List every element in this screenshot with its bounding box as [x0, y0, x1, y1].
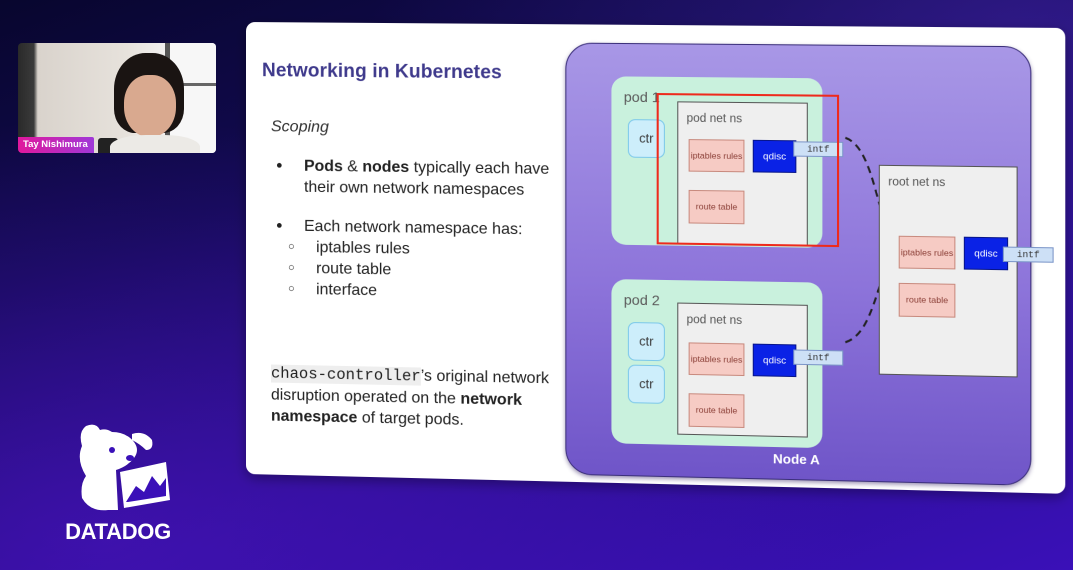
pod-label: pod 2 — [623, 291, 660, 309]
sub-bullet-item: interface — [276, 279, 559, 305]
net-ns-label: root net ns — [888, 176, 946, 190]
qdisc-box: qdisc — [963, 236, 1009, 271]
speaker-video: Tay Nishimura — [18, 43, 216, 153]
bullet-bold-nodes: nodes — [362, 158, 410, 177]
iptables-rules-box: iptables rules — [688, 342, 745, 377]
bullet-bold-pods: Pods — [304, 157, 343, 176]
code-span: chaos-controller — [270, 364, 421, 386]
slide-paragraph: chaos-controller’s original network disr… — [270, 362, 564, 433]
interface-box: intf — [793, 349, 844, 366]
bullet-item: Pods & nodes typically each have their o… — [276, 155, 559, 201]
paragraph-text: of target pods. — [357, 409, 464, 429]
node-label: Node A — [772, 451, 820, 468]
pod-label: pod 1 — [623, 88, 660, 106]
highlight-box — [656, 93, 840, 248]
qdisc-box: qdisc — [752, 343, 797, 378]
speaker-face — [124, 75, 176, 137]
speaker-shirt — [110, 135, 200, 153]
container-box: ctr — [627, 321, 665, 362]
route-table-box: route table — [898, 282, 956, 318]
pod-net-ns-box: pod net ns iptables rules qdisc route ta… — [677, 302, 808, 438]
pod-2-box: pod 2 ctr ctr pod net ns iptables rules … — [611, 279, 844, 449]
root-net-ns-box: root net ns iptables rules qdisc route t… — [878, 164, 1018, 378]
bullet-text: & — [342, 158, 363, 176]
iptables-rules-box: iptables rules — [898, 235, 956, 270]
slide-subtitle: Scoping — [270, 118, 329, 136]
speaker-name-tag: Tay Nishimura — [18, 137, 94, 153]
bullet-list: Pods & nodes typically each have their o… — [276, 155, 559, 304]
route-table-box: route table — [688, 393, 745, 428]
interface-box: intf — [1002, 246, 1054, 263]
datadog-logo: DATADOG — [56, 420, 186, 545]
net-ns-label: pod net ns — [686, 313, 743, 328]
node-a-box: pod 1 ctr pod net ns iptables rules qdis… — [565, 42, 1054, 486]
presentation-slide: Networking in Kubernetes Scoping Pods & … — [246, 22, 1066, 494]
datadog-wordmark: DATADOG — [65, 519, 171, 544]
datadog-dog-icon — [79, 424, 170, 511]
container-box: ctr — [627, 364, 665, 404]
slide-title: Networking in Kubernetes — [261, 60, 502, 84]
